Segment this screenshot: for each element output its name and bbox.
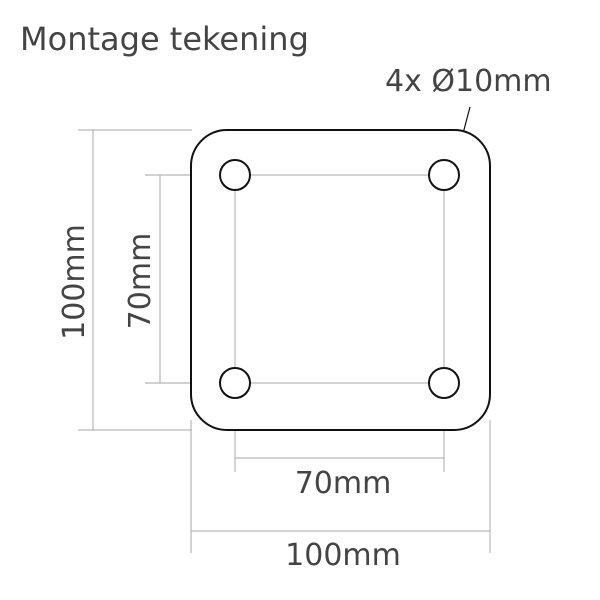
mounting-hole-top-right — [428, 159, 460, 191]
outer-width-label: 100mm — [285, 538, 401, 573]
inner-height-label: 70mm — [123, 233, 158, 330]
mounting-plate — [190, 129, 491, 431]
inner-width-label: 70mm — [295, 466, 392, 501]
mounting-hole-bottom-right — [428, 367, 460, 399]
drawing-title: Montage tekening — [20, 20, 309, 58]
mounting-hole-top-left — [219, 159, 251, 191]
mounting-hole-bottom-left — [219, 367, 251, 399]
hole-pattern-outline — [234, 174, 445, 384]
outer-height-dimension: 100mm — [57, 129, 192, 431]
hole-callout-label: 4x Ø10mm — [385, 64, 552, 99]
outer-width-dimension: 100mm — [190, 420, 491, 573]
outer-height-label: 100mm — [57, 224, 92, 340]
inner-height-dimension: 70mm — [123, 174, 235, 384]
